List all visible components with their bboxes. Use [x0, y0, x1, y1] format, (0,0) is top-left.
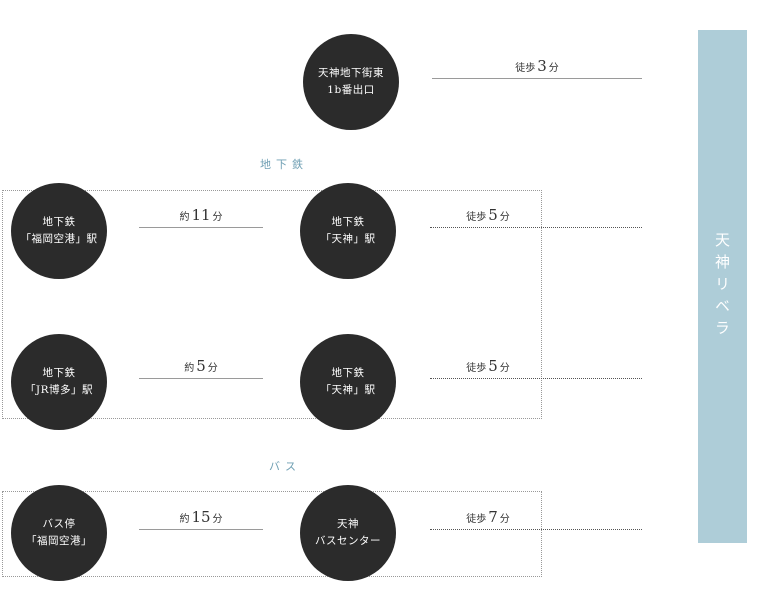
station-exit-1b: 天神地下街東 1b番出口	[303, 34, 399, 130]
station-name-line2: バスセンター	[315, 535, 381, 547]
station-name-line2: 「福岡空港」駅	[20, 233, 98, 245]
subway-group-box	[2, 190, 542, 419]
station-name-line1: 地下鉄	[42, 215, 76, 228]
route-line	[139, 529, 263, 530]
station-name-line1: 天神	[337, 517, 359, 530]
station-hakata-subway: 地下鉄 「JR博多」駅	[11, 334, 107, 430]
destination-label: 天神リベラ	[713, 231, 731, 342]
station-name-line1: バス停	[42, 517, 76, 530]
destination-bar: 天神リベラ	[698, 30, 747, 543]
station-name-line1: 地下鉄	[331, 215, 365, 228]
section-title-bus: バス	[269, 460, 301, 473]
route-line	[430, 227, 642, 228]
route-line	[139, 378, 263, 379]
station-name-line2: 「天神」駅	[320, 384, 376, 396]
station-name-line2: 「福岡空港」	[26, 535, 92, 547]
route-line	[139, 227, 263, 228]
station-name-line2: 「JR博多」駅	[24, 384, 94, 396]
bus-group-box	[2, 491, 542, 577]
station-name-line1: 地下鉄	[331, 366, 365, 379]
station-tenjin-subway-2: 地下鉄 「天神」駅	[300, 334, 396, 430]
route-line	[432, 78, 642, 79]
station-name-line1: 地下鉄	[42, 366, 76, 379]
station-airport-bus-stop: バス停 「福岡空港」	[11, 485, 107, 581]
station-name-line2: 1b番出口	[327, 84, 375, 96]
section-title-subway: 地下鉄	[260, 158, 308, 171]
station-tenjin-subway-1: 地下鉄 「天神」駅	[300, 183, 396, 279]
station-name-line1: 天神地下街東	[318, 66, 384, 79]
station-fukuoka-airport-subway: 地下鉄 「福岡空港」駅	[11, 183, 107, 279]
station-tenjin-bus-center: 天神 バスセンター	[300, 485, 396, 581]
route-line	[430, 529, 642, 530]
station-name-line2: 「天神」駅	[320, 233, 376, 245]
route-line	[430, 378, 642, 379]
